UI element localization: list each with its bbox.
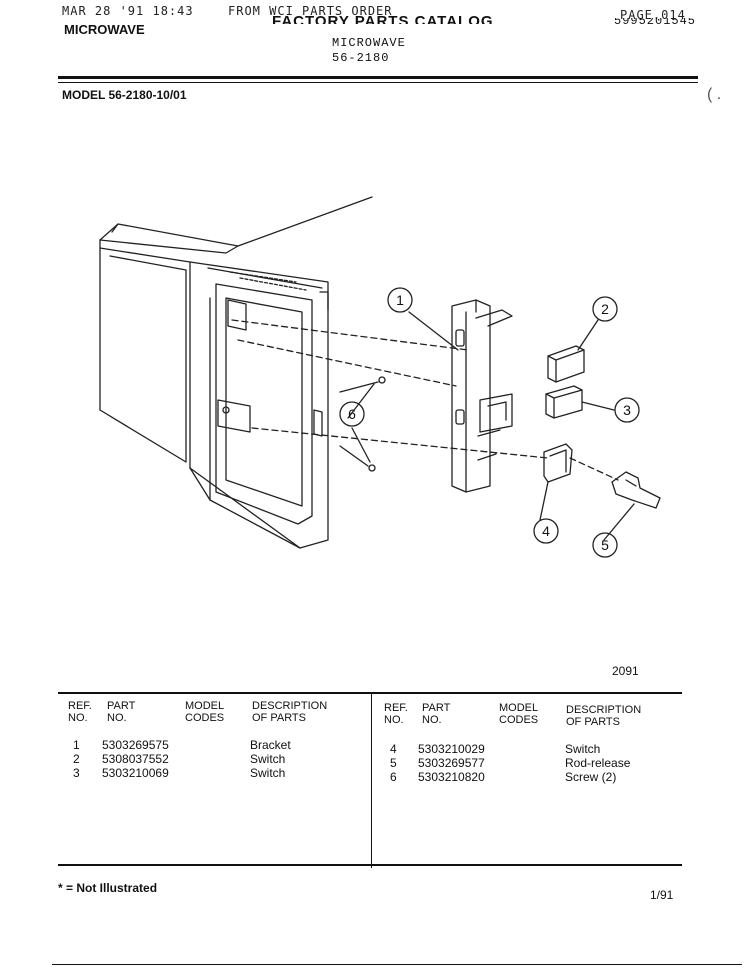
row-left-1-part: 5303269575	[102, 738, 169, 752]
switch-lower	[543, 443, 573, 483]
screw-upper	[339, 381, 379, 393]
row-left-3-desc: Switch	[250, 766, 286, 780]
margin-mark: ( .	[707, 86, 722, 103]
interlock-bracket	[451, 299, 491, 493]
header-ref-left: REF. NO.	[68, 700, 92, 724]
row-left-2-desc: Switch	[250, 752, 286, 766]
callout-1-circle	[387, 287, 413, 313]
figure-number: 2091	[612, 664, 639, 678]
switch-middle	[545, 385, 583, 419]
footer-note: * = Not Illustrated	[58, 881, 158, 895]
row-left-3-ref: 3	[73, 766, 80, 780]
row-left-2-part: 5308037552	[102, 752, 169, 766]
footer-date: 1/91	[650, 888, 674, 902]
catalog-title-text: FACTORY PARTS CATALOG	[272, 13, 494, 24]
product-number: 56-2180	[332, 51, 390, 65]
header-desc-left: DESCRIPTION OF PARTS	[252, 700, 328, 724]
row-right-2-desc: Rod-release	[565, 756, 631, 770]
row-right-3-part: 5303210820	[418, 770, 485, 784]
callout-5: 5	[601, 537, 609, 553]
rod-release	[611, 471, 661, 509]
callout-3: 3	[623, 402, 631, 418]
page-bottom-rule	[52, 964, 742, 965]
row-right-1-part: 5303210029	[418, 742, 485, 756]
callout-4: 4	[542, 523, 550, 539]
row-right-3-desc: Screw (2)	[565, 770, 617, 784]
header-model-right: MODEL CODES	[499, 702, 539, 726]
row-left-1-ref: 1	[73, 738, 80, 752]
header-model-left: MODEL CODES	[185, 700, 225, 724]
callout-5-circle	[592, 532, 618, 558]
header-rule-thin	[58, 82, 698, 83]
callout-4-circle	[533, 518, 559, 544]
callout-1: 1	[396, 292, 404, 308]
table-bottom-rule	[58, 864, 682, 866]
model-line: MODEL 56-2180-10/01	[62, 88, 187, 102]
row-left-2-ref: 2	[73, 752, 80, 766]
callout-3-circle	[614, 397, 640, 423]
table-divider	[371, 692, 372, 868]
catalog-title: FACTORY PARTS CATALOG	[272, 10, 494, 24]
row-left-3-part: 5303210069	[102, 766, 169, 780]
row-right-1-ref: 4	[390, 742, 397, 756]
screw-lower	[339, 445, 369, 467]
callout-2: 2	[601, 301, 609, 317]
callout-2-circle	[592, 296, 618, 322]
section-title: MICROWAVE	[64, 22, 145, 37]
row-right-3-ref: 6	[390, 770, 397, 784]
front-frame-outer	[189, 261, 329, 549]
callout-6-circle	[339, 401, 365, 427]
catalog-number: 5995201545	[614, 18, 696, 27]
front-frame-inner	[215, 283, 313, 525]
row-left-1-desc: Bracket	[250, 738, 291, 752]
catalog-number-text: 5995201545	[614, 18, 697, 27]
fax-timestamp: MAR 28 '91 18:43	[62, 4, 194, 18]
cabinet-top-panel	[99, 196, 373, 247]
callout-6: 6	[348, 406, 356, 422]
switch-upper	[547, 345, 585, 383]
header-desc-right: DESCRIPTION OF PARTS	[566, 704, 642, 728]
fax-page: PAGE.014	[620, 8, 686, 22]
table-top-rule	[58, 692, 682, 694]
product-name: MICROWAVE	[332, 36, 406, 50]
header-part-right: PART NO.	[422, 702, 451, 726]
row-right-2-ref: 5	[390, 756, 397, 770]
row-right-1-desc: Switch	[565, 742, 601, 756]
cabinet-side	[99, 239, 191, 469]
row-right-2-part: 5303269577	[418, 756, 485, 770]
exploded-parts-diagram: 1 2 3 4 5 6	[99, 196, 661, 558]
fax-from: FROM WCI PARTS ORDER	[228, 4, 393, 18]
header-rule-thick	[58, 76, 698, 79]
header-ref-right: REF. NO.	[384, 702, 408, 726]
header-part-left: PART NO.	[107, 700, 136, 724]
